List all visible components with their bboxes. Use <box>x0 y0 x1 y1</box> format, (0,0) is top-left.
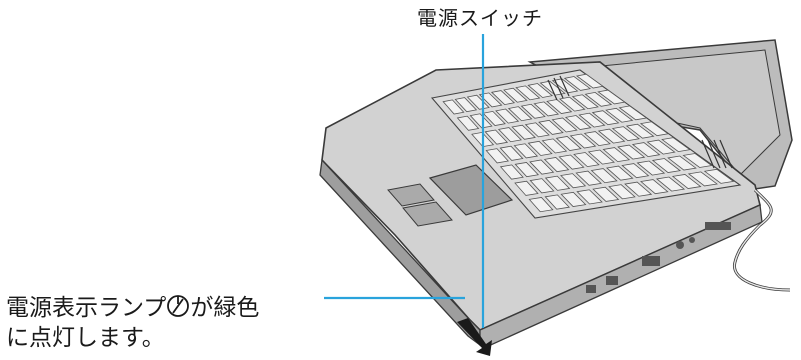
hinge-vent <box>547 75 733 169</box>
keyboard-key <box>625 123 655 139</box>
keyboard-key <box>527 83 554 98</box>
keyboard-key <box>529 159 555 175</box>
keyboard-key <box>573 152 600 168</box>
keyboard-key <box>667 155 697 171</box>
keyboard-key <box>539 80 566 96</box>
keyboard-key <box>544 194 570 210</box>
keyboard-key <box>469 113 493 129</box>
keyboard-key <box>655 176 686 192</box>
arrow-icon <box>457 318 492 356</box>
power-switch-label: 電源スイッチ <box>417 6 543 30</box>
touchpad-button-left <box>387 183 435 207</box>
keyboard-key <box>515 85 541 101</box>
keyboard-key <box>543 157 570 173</box>
keyboard-key <box>513 143 539 159</box>
keyboard-key <box>551 117 578 133</box>
keyboard-key <box>546 99 573 114</box>
keyboard-key <box>584 91 613 107</box>
keyboard-key <box>442 99 465 115</box>
keyboard-key <box>558 96 586 112</box>
keyboard-key <box>646 139 676 155</box>
key-grid <box>442 73 735 213</box>
keyboard-key <box>560 173 587 189</box>
keyboard-key <box>597 89 626 105</box>
keyboard-key <box>671 174 702 189</box>
keyboard-key <box>499 145 524 161</box>
keyboard-key <box>478 92 503 108</box>
keyboard-key <box>575 170 602 186</box>
keyboard-key <box>541 138 568 154</box>
keyboard-key <box>651 158 682 173</box>
keyboard-key <box>544 175 571 191</box>
keyboard-key <box>520 103 546 119</box>
keyboard-key <box>503 87 528 103</box>
keyboard-key <box>575 73 604 89</box>
keyboard-key <box>639 121 670 137</box>
keyboard-key <box>564 115 592 130</box>
keyboard-key <box>682 153 713 168</box>
keyboard-key <box>602 147 631 163</box>
keyboard-key <box>576 189 603 205</box>
side-ports <box>586 222 731 293</box>
keyboard-key <box>528 196 554 213</box>
keyboard-key <box>495 108 520 124</box>
keyboard-key <box>687 171 718 187</box>
keyboard-key <box>617 144 646 160</box>
keyboard-key <box>563 76 592 91</box>
keyboard-key <box>597 128 626 144</box>
keyboard-key <box>569 133 597 149</box>
keyboard-key <box>611 126 640 142</box>
keyboard-key <box>507 106 533 122</box>
keyboard-key <box>592 186 620 202</box>
touchpad-icon <box>428 164 514 216</box>
keyboard-key <box>527 140 553 156</box>
keyboard-key <box>484 129 509 145</box>
keyboard-key <box>529 178 555 194</box>
keyboard-key <box>514 180 539 196</box>
keyboard-key <box>640 179 669 195</box>
keyboard-key <box>621 163 650 179</box>
keyboard-key <box>497 127 523 143</box>
keyboard-key <box>511 124 536 140</box>
keyboard-key <box>482 110 506 126</box>
keyboard-key <box>558 154 585 170</box>
power-lamp-text-after: が緑色 <box>190 295 260 321</box>
power-lamp-text-before: 電源表示ランプ <box>6 295 167 321</box>
keyboard-key <box>524 122 550 138</box>
keyboard-key <box>605 107 634 123</box>
touchpad-button-right <box>402 201 453 227</box>
keyboard-key <box>608 184 636 200</box>
keyboard-key <box>605 165 634 181</box>
keyboard-key <box>624 181 653 197</box>
keyboard-key <box>499 164 524 180</box>
power-lamp-label-line2: に点灯します。 <box>6 325 165 351</box>
keyboard-key <box>631 142 661 158</box>
keyboard-key <box>514 162 540 178</box>
power-symbol-icon <box>166 294 190 324</box>
keyboard-key <box>560 191 587 208</box>
keyboard-key <box>456 115 480 131</box>
keyboard-key <box>538 119 564 135</box>
keyboard-key <box>636 160 666 176</box>
keyboard-key <box>454 97 478 113</box>
keyboard-key <box>587 149 615 165</box>
keyboard-key <box>578 112 606 128</box>
keyboard-key <box>555 136 582 151</box>
keyboard-key <box>533 101 560 117</box>
keyboard-key <box>618 105 648 121</box>
keyboard-key <box>703 168 735 184</box>
keyboard-key <box>583 131 611 147</box>
keyboard-key <box>661 137 691 153</box>
keyboard-key <box>485 148 510 164</box>
power-lamp-label-line1: 電源表示ランプが緑色 <box>6 288 259 322</box>
keyboard-key <box>591 110 620 126</box>
keyboard-key <box>590 168 618 184</box>
keyboard-key <box>490 90 516 106</box>
keyboard-key <box>571 94 599 110</box>
